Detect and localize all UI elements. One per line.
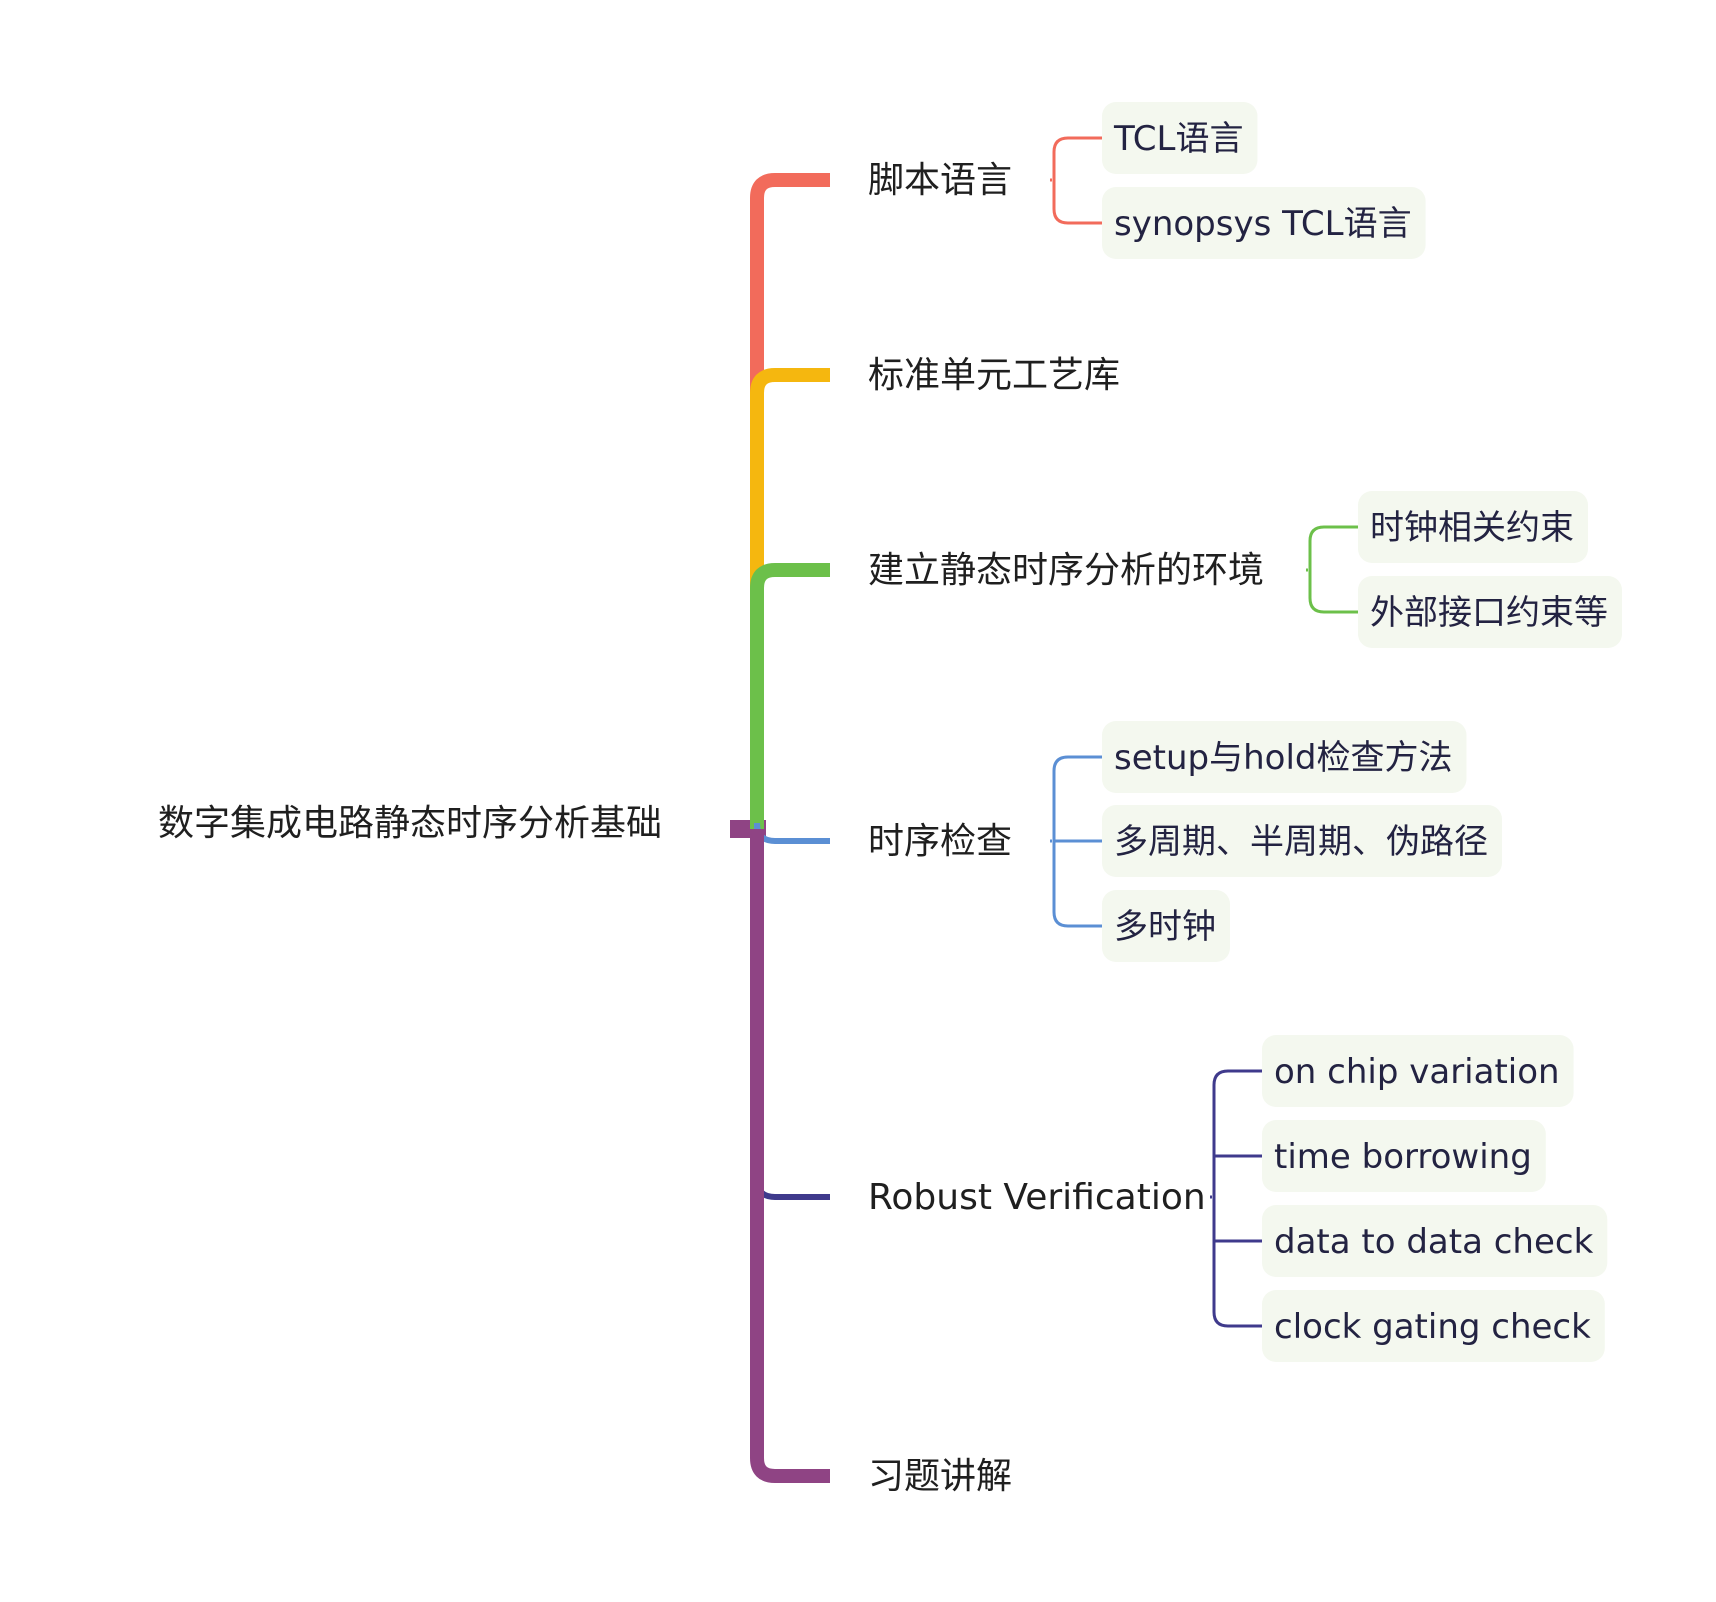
branch-topic[interactable]: 标准单元工艺库 xyxy=(868,355,1120,396)
branch-connector xyxy=(754,822,830,844)
branch-connector xyxy=(750,563,830,829)
subtopic-box xyxy=(1262,1290,1605,1362)
subtopic-box xyxy=(1102,890,1230,962)
subtopic-label: on chip variation xyxy=(1274,1052,1560,1092)
subtopic-node[interactable]: 多周期、半周期、伪路径 xyxy=(1102,805,1502,877)
subtopic-connector xyxy=(1052,208,1102,225)
subtopic-connector xyxy=(1308,525,1358,542)
subtopic-box xyxy=(1102,805,1502,877)
subtopic-box xyxy=(1262,1035,1574,1107)
subtopic-node[interactable]: synopsys TCL语言 xyxy=(1102,187,1426,259)
subtopic-label: 外部接口约束等 xyxy=(1370,593,1608,633)
subtopic-label: 时钟相关约束 xyxy=(1370,508,1574,548)
subtopic-node[interactable]: clock gating check xyxy=(1262,1290,1605,1362)
subtopic-node[interactable]: data to data check xyxy=(1262,1205,1608,1277)
subtopic-box xyxy=(1262,1205,1608,1277)
branch-connector xyxy=(754,829,830,1200)
subtopic-label: 多时钟 xyxy=(1114,907,1216,947)
subtopic-connector xyxy=(1308,597,1358,614)
connector-lines xyxy=(730,136,1358,1483)
branch-topic[interactable]: 时序检查 xyxy=(868,821,1012,862)
branch-connector xyxy=(750,368,830,829)
subtopic-connector xyxy=(1212,1311,1262,1328)
branch-topic[interactable]: 脚本语言 xyxy=(868,160,1012,201)
subtopic-node[interactable]: 时钟相关约束 xyxy=(1358,491,1588,563)
subtopic-box xyxy=(1102,187,1426,259)
branch-topic[interactable]: 建立静态时序分析的环境 xyxy=(868,550,1264,591)
subtopic-connector xyxy=(1052,136,1102,153)
subtopic-label: clock gating check xyxy=(1274,1307,1591,1347)
subtopic-label: data to data check xyxy=(1274,1222,1594,1262)
subtopic-box xyxy=(1102,102,1258,174)
subtopic-box xyxy=(1358,491,1588,563)
branch-connector xyxy=(750,173,830,829)
subtopic-node[interactable]: on chip variation xyxy=(1262,1035,1574,1107)
subtopic-label: TCL语言 xyxy=(1113,119,1243,159)
subtopic-connector xyxy=(1212,1069,1262,1086)
subtopic-node[interactable]: time borrowing xyxy=(1262,1120,1546,1192)
root-topic[interactable]: 数字集成电路静态时序分析基础 xyxy=(158,803,662,844)
subtopic-label: setup与hold检查方法 xyxy=(1114,738,1452,778)
mind-map-nodes: 数字集成电路静态时序分析基础 脚本语言 TCL语言 synopsys TCL语言标准… xyxy=(158,102,1622,1497)
subtopic-connector xyxy=(1052,755,1102,772)
branch-topic[interactable]: Robust Verification xyxy=(868,1177,1206,1218)
subtopic-box xyxy=(1102,721,1467,793)
subtopic-label: time borrowing xyxy=(1274,1137,1532,1177)
subtopic-connector xyxy=(1052,911,1102,928)
subtopic-node[interactable]: TCL语言 xyxy=(1102,102,1258,174)
branch-connector xyxy=(750,829,830,1483)
branch-topic[interactable]: 习题讲解 xyxy=(868,1456,1012,1497)
subtopic-label: synopsys TCL语言 xyxy=(1114,204,1412,244)
subtopic-node[interactable]: 外部接口约束等 xyxy=(1358,576,1622,648)
subtopic-box xyxy=(1358,576,1622,648)
subtopic-node[interactable]: setup与hold检查方法 xyxy=(1102,721,1467,793)
subtopic-node[interactable]: 多时钟 xyxy=(1102,890,1230,962)
subtopic-box xyxy=(1262,1120,1546,1192)
subtopic-label: 多周期、半周期、伪路径 xyxy=(1114,822,1488,862)
